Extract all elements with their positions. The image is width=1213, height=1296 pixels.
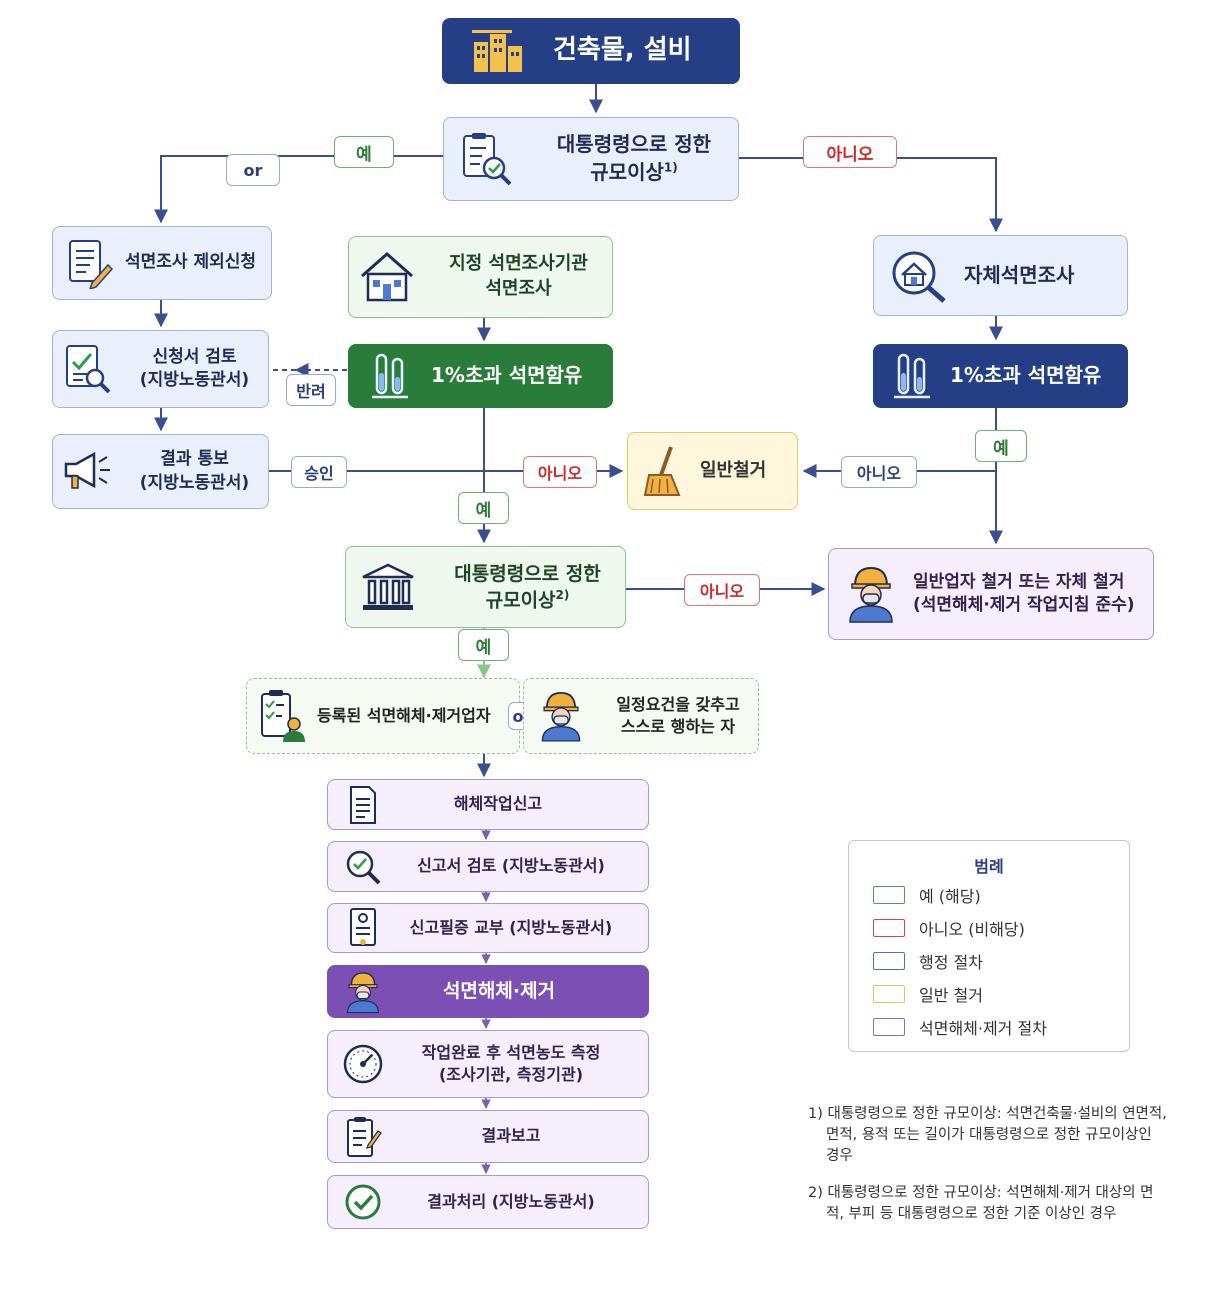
legend-item-yes: 예 (해당) [873,883,981,907]
magnifier-check-icon [328,847,398,887]
gauge-icon [328,1042,398,1086]
step-concentration-measurement: 작업완료 후 석면농도 측정 (조사기관, 측정기관) [327,1030,649,1098]
no-tag-q2: 아니오 [684,574,760,606]
yes-tag-q1: 예 [334,136,394,168]
yes-tag-q2: 예 [458,629,509,661]
step-label: 해체작업신고 [453,794,543,814]
legend-item-general: 일반 철거 [873,982,983,1006]
worker-mask-icon [829,564,913,624]
no-tag-q1: 아니오 [803,136,897,168]
checklist-magnifier-icon [444,130,530,188]
legend-swatch [873,1018,905,1036]
step-label: 작업완료 후 석면농도 측정 (조사기관, 측정기관) [421,1042,601,1084]
node-label: 결과 통보 (지방노동관서) [139,449,250,493]
node-label: 일반철거 [700,459,767,481]
node-asbestos-over-1pct-center: 1%초과 석면함유 [348,344,613,408]
node-label: 지정 석면조사기관 석면조사 [449,253,588,299]
reject-tag: 반려 [286,374,336,406]
node-buildings-facilities: 건축물, 설비 [442,18,740,84]
document-check-icon [53,342,121,396]
document-icon [328,785,398,825]
footnote-1: 1) 대통령령으로 정한 규모이상: 석면건축물·설비의 연면적, 면적, 용적… [808,1106,1167,1165]
node-label: 일정요건을 갖추고 스스로 행하는 자 [616,694,740,736]
legend-item-no: 아니오 (비해당) [873,916,1025,940]
node-scale-check-2: 대통령령으로 정한 규모이상2) [345,546,626,628]
certificate-icon [328,907,398,949]
step-label: 결과처리 (지방노동관서) [427,1191,595,1211]
node-label: 석면조사 제외신청 [125,252,257,273]
node-label: 신청서 검토 (지방노동관서) [139,346,250,390]
yes-tag-right: 예 [975,430,1027,462]
node-label: 대통령령으로 정한 규모이상2) [454,562,601,612]
government-building-icon [346,561,430,613]
worker-mask-icon [524,689,598,743]
step-asbestos-removal: 석면해체·제거 [327,965,649,1018]
node-label: 등록된 석면해체·제거업자 [317,705,491,725]
node-general-or-self-demolition: 일반업자 철거 또는 자체 철거 (석면해체·제거 작업지침 준수) [828,548,1154,640]
legend-swatch [873,886,905,904]
step-label: 결과보고 [481,1126,541,1146]
legend-item-admin: 행정 절차 [873,949,983,973]
node-label: 대통령령으로 정한 규모이상1) [556,132,712,184]
legend: 범례 예 (해당) 아니오 (비해당) 행정 절차 일반 철거 석면해체·제거 … [848,840,1130,1052]
clipboard-pen-icon [328,1115,398,1159]
legend-swatch [873,919,905,937]
clipboard-person-icon [247,688,317,744]
step-label: 신고필증 교부 (지방노동관서) [409,917,613,937]
node-scale-check-1: 대통령령으로 정한 규모이상1) [443,117,739,201]
house-icon [349,250,425,304]
step-demolition-report: 해체작업신고 [327,779,649,830]
megaphone-icon [53,448,121,496]
or-tag-q1: or [226,154,280,186]
footnote-2: 2) 대통령령으로 정한 규모이상: 석면해체·제거 대상의 면적, 부피 등 … [808,1185,1154,1223]
house-magnifier-icon [874,247,964,305]
step-certificate-issue: 신고필증 교부 (지방노동관서) [327,903,649,953]
broom-icon [628,445,700,497]
legend-swatch [873,952,905,970]
node-asbestos-over-1pct-right: 1%초과 석면함유 [873,344,1128,408]
node-label: 1%초과 석면함유 [950,363,1102,388]
step-result-processing: 결과처리 (지방노동관서) [327,1175,649,1229]
node-qualified-self-performer: 일정요건을 갖추고 스스로 행하는 자 [523,678,759,754]
node-designated-survey: 지정 석면조사기관 석면조사 [348,236,613,318]
node-application-review: 신청서 검토 (지방노동관서) [52,330,269,408]
check-circle-icon [328,1182,398,1222]
worker-mask-icon [328,970,398,1014]
node-label: 자체석면조사 [964,262,1075,287]
legend-swatch [873,985,905,1003]
legend-title: 범례 [974,857,1004,876]
building-crane-icon [443,28,553,74]
node-label: 일반업자 철거 또는 자체 철거 (석면해체·제거 작업지침 준수) [913,571,1135,615]
node-exemption-request: 석면조사 제외신청 [52,226,272,300]
no-tag-right: 아니오 [841,456,917,488]
node-self-survey: 자체석면조사 [873,235,1128,316]
node-label: 1%초과 석면함유 [431,363,583,388]
document-pen-icon [53,237,125,289]
step-report-review: 신고서 검토 (지방노동관서) [327,841,649,892]
step-label: 신고서 검토 (지방노동관서) [417,856,605,876]
node-general-demolition: 일반철거 [627,432,798,510]
legend-item-asbestos: 석면해체·제거 절차 [873,1015,1047,1039]
approve-tag: 승인 [291,456,347,488]
step-result-report: 결과보고 [327,1110,649,1163]
test-tubes-icon [349,351,431,401]
no-tag-center: 아니오 [523,456,597,488]
node-registered-contractor: 등록된 석면해체·제거업자 [246,678,520,754]
yes-tag-center: 예 [458,492,509,524]
step-label: 석면해체·제거 [442,980,556,1003]
node-result-notice: 결과 통보 (지방노동관서) [52,434,269,509]
test-tubes-icon [874,351,950,401]
node-label: 건축물, 설비 [553,35,692,66]
